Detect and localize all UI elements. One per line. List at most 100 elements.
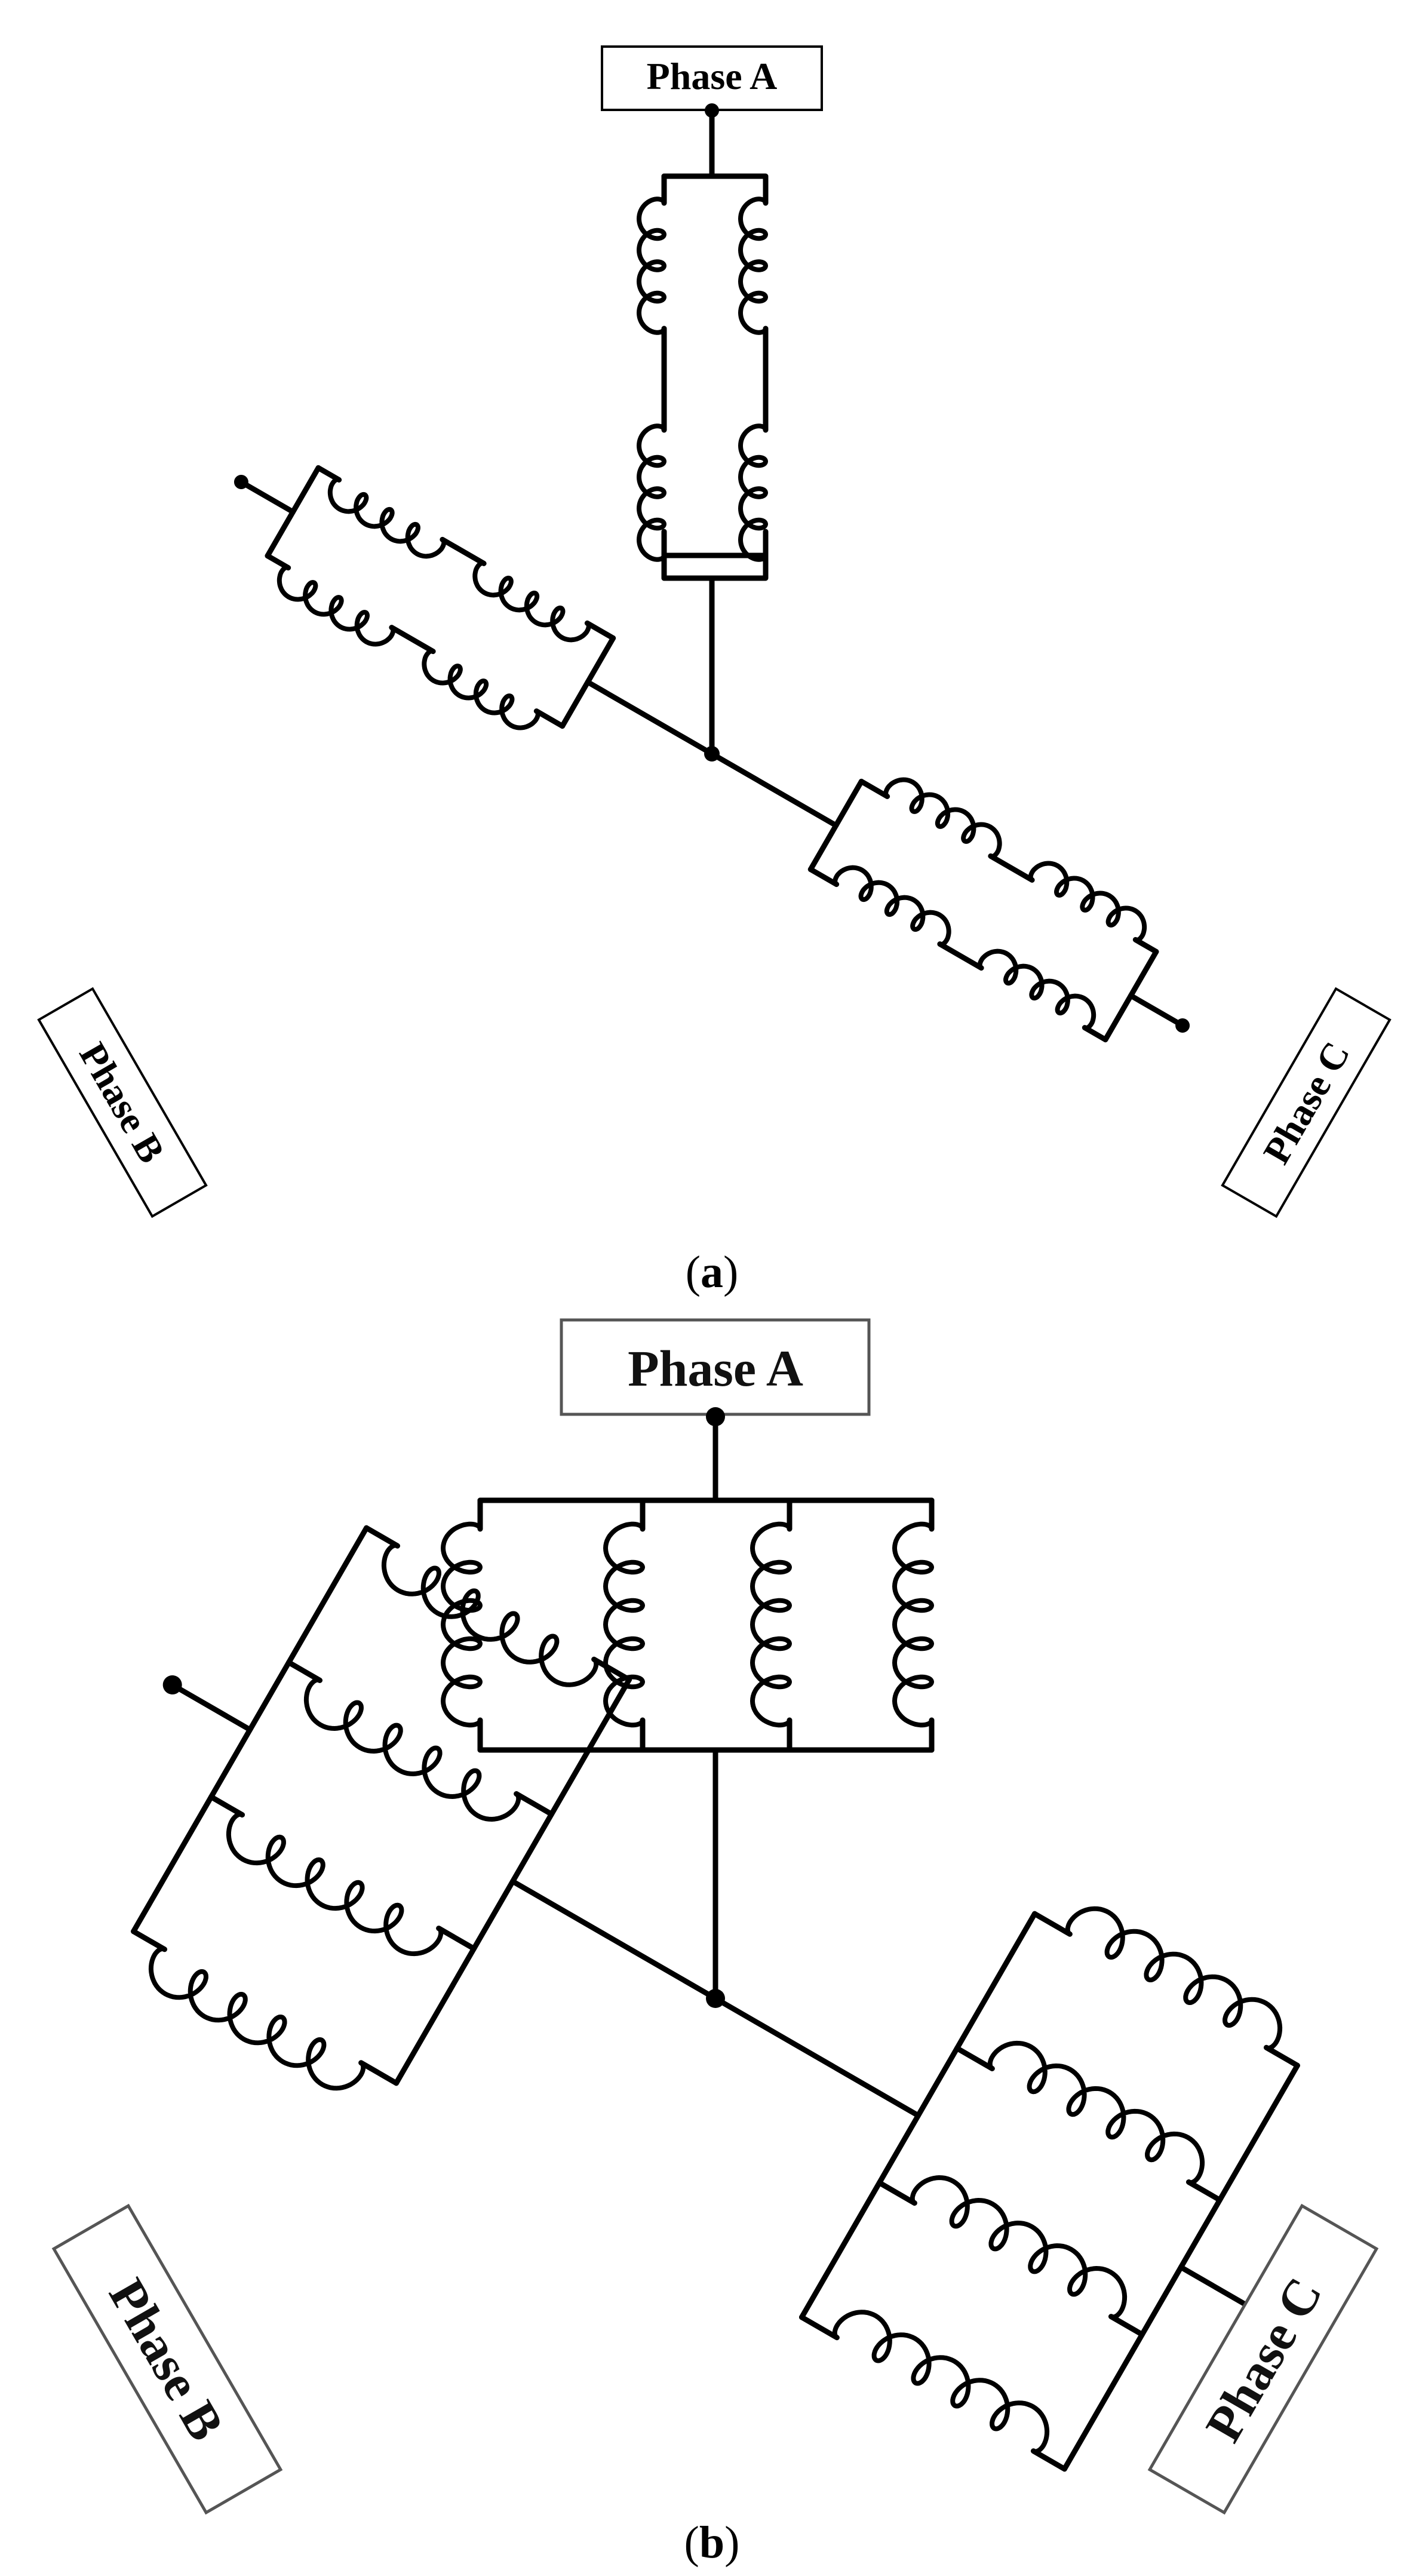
phase-c-branch-2-stubs xyxy=(954,2045,1223,2203)
phase-c-terminal-label: Phase C xyxy=(1221,987,1392,1218)
inductor-coil xyxy=(1028,861,1147,942)
inductor-coil xyxy=(977,948,1096,1031)
inductor-coil-turns xyxy=(910,2175,1128,2320)
inductor-coil-turns xyxy=(277,565,396,647)
inductor-coil xyxy=(226,1812,444,1957)
phase-a-winding-group xyxy=(441,1414,935,2001)
phase-b-branch-4-stubs xyxy=(364,1525,632,1682)
phase-c-neutral-wire xyxy=(709,751,839,828)
figure-a-caption: (a) xyxy=(686,1247,739,1297)
inductor-coil xyxy=(381,1543,599,1687)
phase-c-inner-bus xyxy=(798,1911,1037,2320)
phase-b-branch-2-stubs xyxy=(208,1794,477,1952)
inductor-coil-turns xyxy=(637,196,666,335)
phase-c-winding-group xyxy=(712,1906,1300,2472)
phase-a-label-text: Phase A xyxy=(628,1340,803,1397)
inductor-coil xyxy=(603,1521,645,1728)
phase-b-inner-bus xyxy=(560,635,616,729)
inductor-coil-turns xyxy=(303,1677,521,1822)
inductor-coil-turns xyxy=(148,1946,366,2091)
phase-b-terminal-dot xyxy=(234,475,248,489)
phase-c-terminal-label: Phase C xyxy=(1147,2203,1379,2515)
phase-b-lead-wire xyxy=(170,1682,253,1733)
caption-open-paren: ( xyxy=(684,2517,699,2568)
phase-b-winding-group xyxy=(131,1525,718,2091)
phase-b-inner-stubs xyxy=(533,620,616,729)
phase-c-branch-3-stubs xyxy=(876,2180,1145,2338)
phase-a-terminal-dot xyxy=(705,103,719,118)
inductor-coil-turns xyxy=(381,1543,599,1687)
phase-b-neutral-wire xyxy=(510,1878,718,2001)
phase-a-top-bus xyxy=(661,173,769,206)
inductor-coil-turns xyxy=(750,1521,792,1728)
inductor-coil xyxy=(303,1677,521,1822)
inductor-coil-turns xyxy=(422,649,540,730)
inductor-coil-turns xyxy=(832,2310,1050,2454)
figure-b-caption: (b) xyxy=(684,2517,740,2568)
caption-open-paren: ( xyxy=(686,1247,701,1297)
figure-b-four-parallel-paths: Phase A xyxy=(51,1318,1379,2568)
phase-c-label-box xyxy=(1221,987,1392,1218)
phase-c-lead-wire xyxy=(1128,993,1185,1028)
phase-c-outer-stubs xyxy=(1082,937,1159,1043)
phase-a-label-box xyxy=(601,45,823,111)
phase-c-inner-stubs xyxy=(807,778,890,888)
inductor-coil-turns xyxy=(892,1521,934,1728)
phase-b-terminal-dot xyxy=(162,1675,182,1694)
inductor-coil xyxy=(1065,1906,1283,2051)
inductor-coil xyxy=(987,2040,1205,2185)
inductor-coil-turns xyxy=(977,948,1096,1031)
phase-a-bottom-bus-right xyxy=(661,529,769,581)
phase-c-mid-wires xyxy=(937,853,1035,971)
phase-a-label-box xyxy=(560,1318,871,1416)
phase-b-lead-wire xyxy=(238,479,296,515)
inductor-coil-turns xyxy=(226,1812,444,1957)
phase-c-label-box xyxy=(1147,2203,1379,2515)
figure-a-two-parallel-paths: Phase A xyxy=(37,45,1392,1297)
phase-b-outer-stubs xyxy=(265,465,342,571)
caption-close-paren: ) xyxy=(723,1247,738,1297)
inductor-coil xyxy=(738,196,768,335)
phase-b-inner-bus xyxy=(394,1677,632,2086)
inductor-coil-turns xyxy=(1028,861,1147,942)
inductor-coil xyxy=(832,2310,1050,2454)
inductor-coil xyxy=(738,423,768,562)
phase-c-inner-bus xyxy=(807,778,864,873)
phase-a-terminal-label: Phase A xyxy=(601,45,823,111)
phase-c-terminal-dot xyxy=(1175,1018,1190,1033)
inductor-coil xyxy=(148,1946,366,2091)
phase-c-branch-1-stubs xyxy=(1031,1911,1300,2068)
inductor-coil-turns xyxy=(472,560,591,643)
caption-close-paren: ) xyxy=(724,2517,739,2568)
inductor-coil-turns xyxy=(738,423,768,562)
phase-b-label-box xyxy=(51,2203,283,2515)
phase-b-branch-1-stubs xyxy=(131,1929,400,2086)
inductor-coil xyxy=(441,1521,483,1728)
phase-b-terminal-label: Phase B xyxy=(51,2203,283,2515)
caption-letter: b xyxy=(699,2517,724,2568)
phase-a-terminal-label: Phase A xyxy=(560,1318,871,1416)
inductor-coil xyxy=(883,777,1002,859)
phase-c-branch-4-stubs xyxy=(798,2314,1067,2472)
inductor-coil xyxy=(637,423,666,562)
inductor-coil-turns xyxy=(1065,1906,1283,2051)
phase-b-terminal-label: Phase B xyxy=(37,987,208,1218)
inductor-coil xyxy=(750,1521,792,1728)
inductor-coil-turns xyxy=(987,2040,1205,2185)
inductor-coil-turns xyxy=(603,1521,645,1728)
caption-letter: a xyxy=(701,1247,723,1297)
inductor-coil-turns xyxy=(883,777,1002,859)
phase-b-branch-3-stubs xyxy=(286,1659,555,1817)
phase-a-terminal-dot xyxy=(706,1407,725,1426)
phase-c-neutral-wire xyxy=(712,1995,921,2118)
phase-b-winding-group xyxy=(234,465,715,757)
phase-b-neutral-wire xyxy=(585,679,715,757)
inductor-coil xyxy=(892,1521,934,1728)
inductor-coil xyxy=(833,865,951,947)
inductor-coil xyxy=(910,2175,1128,2320)
inductor-coil-turns xyxy=(833,865,951,947)
phase-a-winding-group xyxy=(637,108,769,757)
phase-b-mid-wires xyxy=(389,536,487,655)
inductor-coil xyxy=(422,649,540,730)
phase-a-label-text: Phase A xyxy=(647,55,778,97)
